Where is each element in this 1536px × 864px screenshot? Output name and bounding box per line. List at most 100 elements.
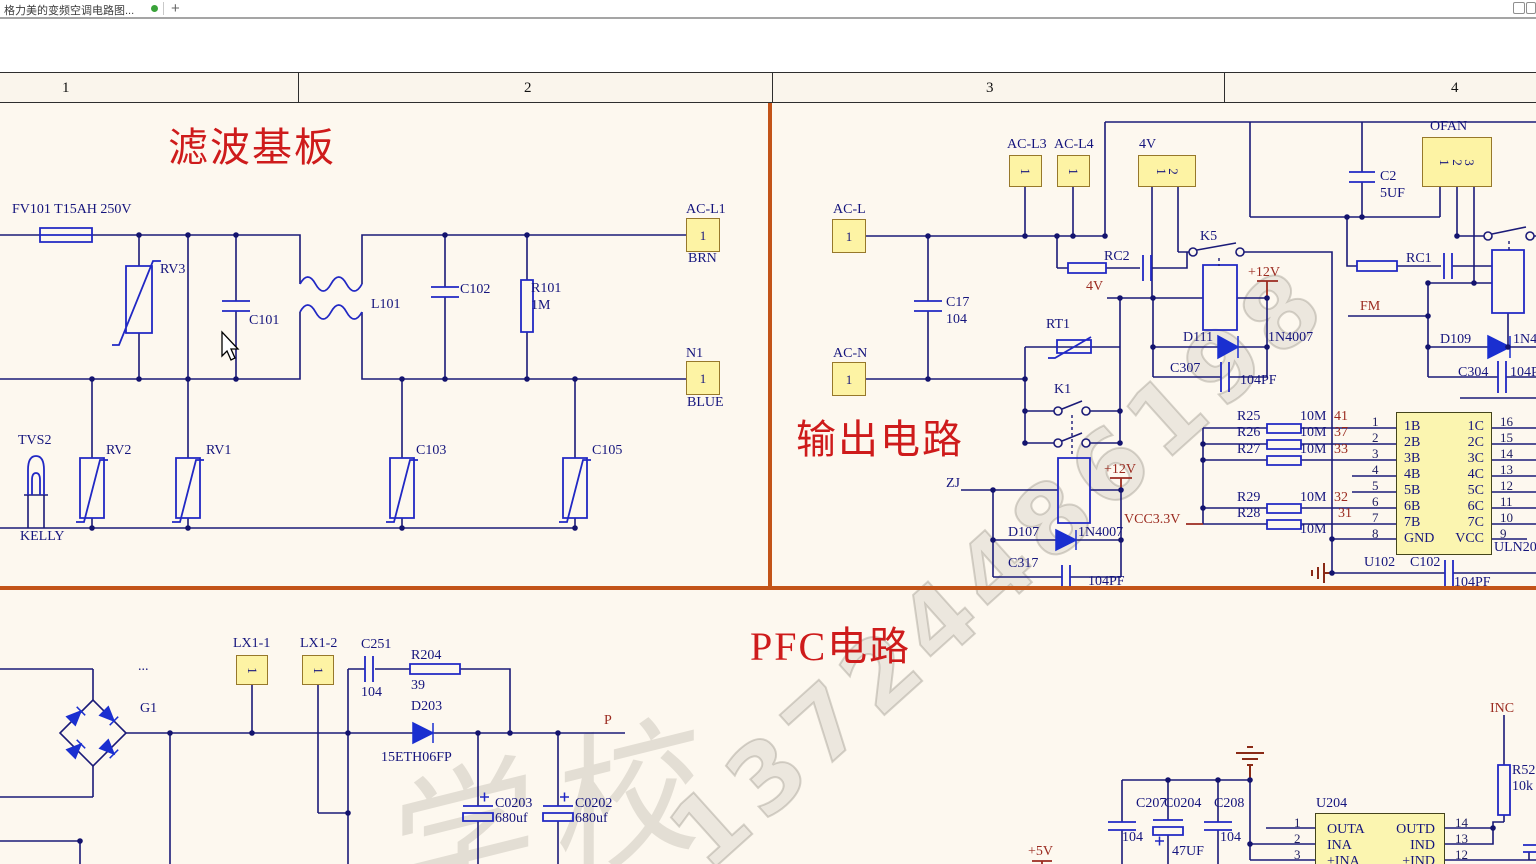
varistor-rv2-label: RV2 — [106, 443, 132, 458]
tvs2-label: TVS2 — [18, 433, 52, 448]
ruler-mark-3: 3 — [986, 80, 994, 96]
cap-c17-value: 104 — [946, 312, 967, 327]
u204-ind: IND — [1410, 838, 1435, 853]
rt1-label: RT1 — [1046, 317, 1071, 332]
wire-color-brn: BRN — [688, 251, 717, 266]
uln-pin-5: 5 — [1372, 478, 1379, 493]
uln-5c: 5C — [1467, 483, 1484, 498]
conn-acl1-label: AC-L1 — [686, 202, 726, 217]
diode-d111-label: D111 — [1183, 330, 1214, 345]
tab-title[interactable]: 格力美的变频空调电路图... — [4, 5, 135, 17]
bridge-g1-label: G1 — [140, 701, 158, 716]
rc2-label: RC2 — [1104, 249, 1130, 264]
cap-c307-value: 104PF — [1240, 373, 1277, 388]
fm-label: FM — [1360, 299, 1381, 314]
u204-pin-3: 3 — [1294, 847, 1301, 862]
cap-c0204-value: 47UF — [1172, 844, 1204, 859]
zj-label: ZJ — [946, 476, 960, 491]
junction-dots — [77, 214, 1511, 847]
uln-4c: 4C — [1467, 467, 1484, 482]
cap-c251-value: 104 — [361, 685, 382, 700]
uln-name: ULN20 — [1494, 540, 1536, 555]
uln-3c: 3C — [1467, 451, 1484, 466]
u204-pin-14: 14 — [1455, 815, 1468, 830]
uln-pin-15: 15 — [1500, 430, 1513, 445]
conn-4v-label: 4V — [1139, 137, 1157, 152]
kelly-label: KELLY — [20, 529, 65, 544]
connector-acn: 1 — [832, 362, 866, 396]
vcc33-label: VCC3.3V — [1124, 512, 1181, 527]
page-ruler: 1 2 3 4 — [0, 72, 1536, 103]
cap-c102b-value: 104PF — [1454, 575, 1491, 590]
diode-d109-value: 1N40 — [1513, 332, 1536, 347]
varistor-c103-label: C103 — [416, 443, 447, 458]
toolbar-divider — [0, 17, 1536, 19]
uln-pin-13: 13 — [1500, 462, 1513, 477]
cap-c0203-value: 680uf — [495, 811, 528, 826]
browser-control-icon[interactable] — [1513, 2, 1525, 14]
u102-label: U102 — [1364, 555, 1396, 570]
new-tab-button[interactable]: + — [171, 0, 180, 17]
ic-uln-body — [1396, 412, 1492, 555]
tab-bar: 格力美的变频空调电路图... + — [0, 0, 1536, 17]
u204-outa: OUTA — [1327, 822, 1365, 837]
connector-lx11: 1 — [236, 655, 268, 685]
uln-1c: 1C — [1467, 419, 1484, 434]
uln-pin-4: 4 — [1372, 462, 1379, 477]
ruler-mark-2: 2 — [524, 80, 532, 96]
pfc-section-title: PFC电路 — [750, 624, 912, 669]
cap-c251-label: C251 — [361, 637, 392, 652]
filter-section-title: 滤波基板 — [168, 125, 336, 170]
res-r28-value: 10M — [1300, 522, 1327, 537]
conn-ofan-label: OFAN — [1430, 119, 1468, 134]
uln-pin-1: 1 — [1372, 414, 1379, 429]
cap-c317-label: C317 — [1008, 556, 1039, 571]
section-divider-vertical — [768, 103, 772, 588]
res-r204-label: R204 — [411, 648, 442, 663]
res-r101-value: 1M — [531, 298, 551, 313]
cap-c307-label: C307 — [1170, 361, 1201, 376]
varistor-rv1-label: RV1 — [206, 443, 232, 458]
uln-vcc: VCC — [1455, 531, 1484, 546]
uln-pin-6: 6 — [1372, 494, 1379, 509]
tab-status-dot — [151, 5, 158, 12]
conn-n1-label: N1 — [686, 346, 704, 361]
tab-separator — [163, 2, 164, 15]
uln-pin-12: 12 — [1500, 478, 1513, 493]
diode-d107-value: 1N4007 — [1078, 525, 1124, 540]
uln-2c: 2C — [1467, 435, 1484, 450]
uln-pin-8: 8 — [1372, 526, 1379, 541]
plus12v-mid-label: +12V — [1104, 462, 1137, 477]
uln-pin-14: 14 — [1500, 446, 1513, 461]
res-r25-value: 10M — [1300, 409, 1327, 424]
uln-6b: 6B — [1404, 499, 1421, 514]
u204-pin-2: 2 — [1294, 831, 1301, 846]
conn-acl4-label: AC-L4 — [1054, 137, 1094, 152]
dots-label: ... — [138, 659, 149, 674]
cap-c0204-label: C0204 — [1164, 796, 1202, 811]
ruler-mark-4: 4 — [1451, 80, 1459, 96]
plus5v-label: +5V — [1028, 844, 1054, 859]
res-r101-label: R101 — [531, 281, 562, 296]
u204-pin-1: 1 — [1294, 815, 1301, 830]
res-r29-label: R29 — [1237, 490, 1261, 505]
res-r28-label: R28 — [1237, 506, 1261, 521]
relay-contacts — [1053, 231, 1535, 448]
uln-pin-3: 3 — [1372, 446, 1379, 461]
diode-d203-value: 15ETH06FP — [381, 750, 452, 765]
cap-c208-label: C208 — [1214, 796, 1245, 811]
ic-u204-body — [1315, 813, 1445, 864]
plus12v-top-label: +12V — [1248, 265, 1281, 280]
res-r25-pin: 41 — [1334, 409, 1348, 424]
uln-7b: 7B — [1404, 515, 1421, 530]
section-divider-horizontal — [0, 586, 1536, 590]
res-r26-value: 10M — [1300, 425, 1327, 440]
inc-label: INC — [1490, 701, 1515, 716]
res-r525-label: R525 — [1512, 763, 1536, 778]
diode-d107-label: D107 — [1008, 525, 1040, 540]
res-r27-label: R27 — [1237, 442, 1261, 457]
relay-k5-label: K5 — [1200, 229, 1218, 244]
res-r28-pin: 31 — [1338, 506, 1352, 521]
rail-4v-label: 4V — [1086, 279, 1104, 294]
